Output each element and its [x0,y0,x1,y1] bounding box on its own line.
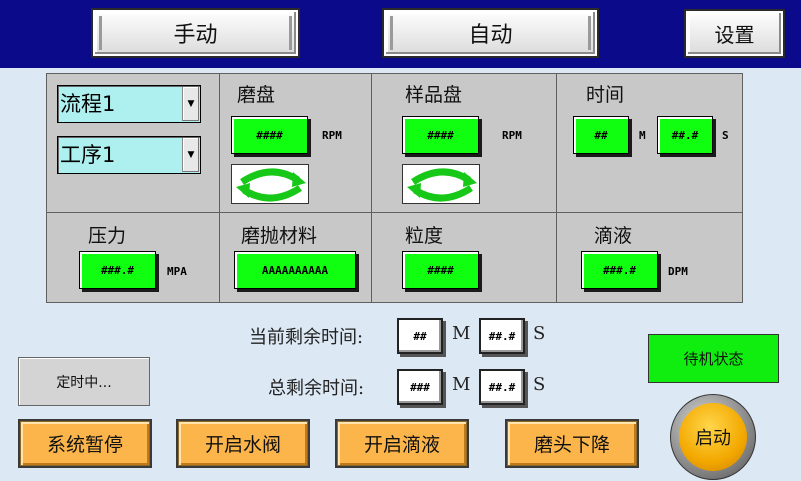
manual-mode-label: 手动 [173,23,218,48]
grinding-disc-label: 磨盘 [237,84,276,106]
settings-label: 设置 [714,23,755,47]
material-input[interactable]: AAAAAAAAAA [234,251,356,289]
pressure-unit: MPA [167,265,187,278]
start-button-label: 启动 [695,428,731,449]
grinding-disc-rotate-button[interactable] [231,164,309,204]
time-seconds-unit: S [722,129,729,142]
current-seconds-unit: S [533,323,546,344]
drip-input[interactable]: ###.# [581,251,658,289]
chevron-down-icon: ▼ [182,138,199,172]
step-select-value: 工序1 [60,143,116,167]
pressure-input[interactable]: ###.# [79,251,156,289]
grinding-head-down-button[interactable]: 磨头下降 [507,421,637,466]
start-button-face: 启动 [679,403,747,471]
auto-mode-label: 自动 [468,23,513,48]
grain-label: 粒度 [405,225,444,247]
grain-input[interactable]: #### [402,251,479,289]
current-remaining-label: 当前剩余时间: [249,327,364,348]
cycle-arrows-icon [236,168,306,202]
auto-mode-button[interactable]: 自动 [384,10,597,56]
sample-disc-rotate-button[interactable] [402,164,480,204]
settings-button[interactable]: 设置 [686,11,783,56]
grinding-disc-speed-input[interactable]: #### [231,116,308,154]
total-remaining-seconds: ##.# [479,369,525,405]
current-remaining-seconds: ##.# [479,318,525,354]
manual-mode-button[interactable]: 手动 [93,10,298,56]
total-minutes-unit: M [452,374,471,395]
total-remaining-label: 总剩余时间: [268,378,365,399]
time-minutes-input[interactable]: ## [573,116,629,154]
grinding-disc-unit: RPM [322,129,342,142]
time-seconds-input[interactable]: ##.# [657,116,713,154]
system-pause-button[interactable]: 系统暂停 [20,421,150,466]
open-water-valve-button[interactable]: 开启水阀 [178,421,308,466]
sample-disc-unit: RPM [502,129,522,142]
material-label: 磨抛材料 [241,225,318,247]
flow-select[interactable]: 流程1 ▼ [57,85,201,123]
flow-select-value: 流程1 [60,92,116,116]
timing-status-indicator: 定时中... [18,357,150,406]
pressure-label: 压力 [88,225,127,247]
cycle-arrows-icon [407,168,477,202]
drip-unit: DPM [668,265,688,278]
current-minutes-unit: M [452,323,471,344]
machine-status-indicator: 待机状态 [648,334,779,383]
start-button[interactable]: 启动 [670,394,756,480]
sample-disc-speed-input[interactable]: #### [402,116,479,154]
time-label: 时间 [586,84,625,106]
total-remaining-minutes: ### [397,369,443,405]
open-drip-button[interactable]: 开启滴液 [337,421,467,466]
sample-disc-label: 样品盘 [405,84,463,106]
step-select[interactable]: 工序1 ▼ [57,136,201,174]
time-minutes-unit: M [639,129,646,142]
drip-label: 滴液 [594,225,633,247]
total-seconds-unit: S [533,374,546,395]
current-remaining-minutes: ## [397,318,443,354]
chevron-down-icon: ▼ [182,87,199,121]
